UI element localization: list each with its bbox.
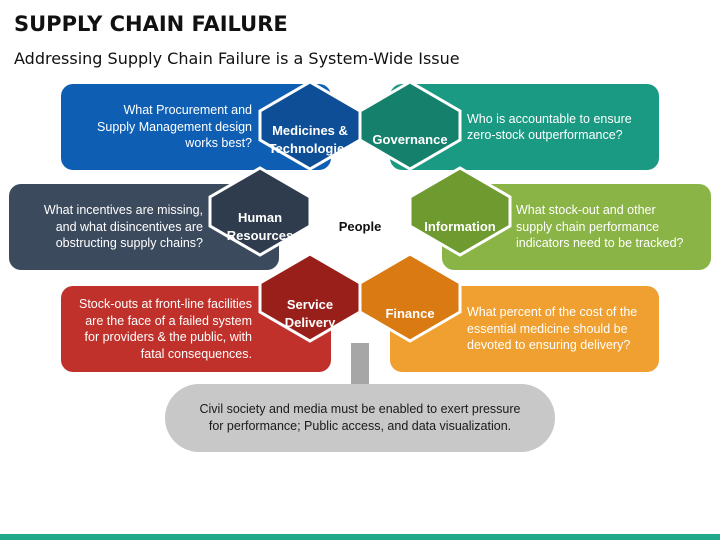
question-information-text: What stock-out and other supply chain pe… bbox=[516, 203, 684, 251]
question-medicines-text: What Procurement and Supply Management d… bbox=[97, 103, 252, 151]
page-title: SUPPLY CHAIN FAILURE bbox=[14, 12, 288, 36]
footer-note-text: Civil society and media must be enabled … bbox=[199, 401, 521, 434]
question-human-resources: What incentives are missing, and what di… bbox=[18, 184, 203, 270]
hex-information bbox=[408, 166, 512, 257]
connector-stem bbox=[351, 343, 369, 391]
label-medicines: Medicines & Technologies bbox=[268, 123, 352, 156]
question-service-delivery: Stock-outs at front-line facilities are … bbox=[62, 286, 252, 372]
label-service-delivery: Service Delivery bbox=[284, 297, 336, 330]
hex-finance bbox=[358, 252, 462, 343]
question-service-delivery-text: Stock-outs at front-line facilities are … bbox=[79, 297, 252, 361]
question-human-resources-text: What incentives are missing, and what di… bbox=[43, 203, 203, 251]
label-human-resources: Human Resources bbox=[226, 210, 294, 243]
footer-note-pill: Civil society and media must be enabled … bbox=[165, 384, 555, 452]
page-subtitle: Addressing Supply Chain Failure is a Sys… bbox=[14, 49, 460, 68]
label-finance: Finance bbox=[385, 306, 435, 322]
label-people: People bbox=[338, 219, 382, 235]
hex-governance bbox=[358, 80, 462, 171]
question-information: What stock-out and other supply chain pe… bbox=[516, 184, 706, 270]
bottom-accent-bar bbox=[0, 534, 720, 540]
label-governance: Governance bbox=[372, 132, 448, 148]
question-governance-text: Who is accountable to ensure zero-stock … bbox=[467, 111, 632, 143]
question-finance-text: What percent of the cost of the essentia… bbox=[467, 305, 638, 353]
question-finance: What percent of the cost of the essentia… bbox=[467, 286, 655, 372]
question-medicines: What Procurement and Supply Management d… bbox=[70, 84, 252, 170]
label-information: Information bbox=[424, 219, 496, 235]
question-governance: Who is accountable to ensure zero-stock … bbox=[467, 84, 652, 170]
